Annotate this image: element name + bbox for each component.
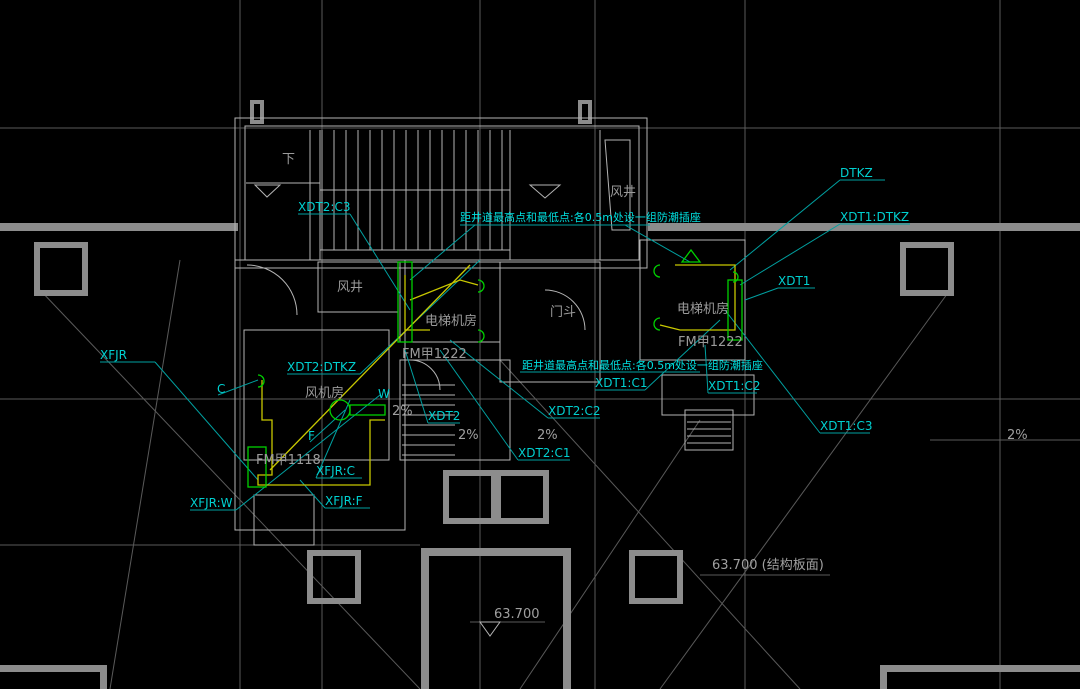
room-elevator-right: 电梯机房 <box>677 301 729 317</box>
room-door-hall: 门斗 <box>550 305 576 320</box>
annotations: XDT2:C3 DTKZ XDT1:DTKZ XDT1 XFJR C W F X… <box>100 166 909 510</box>
door-fm1222-left: FM甲1222 <box>402 347 467 362</box>
label-xfjr-c[interactable]: XFJR:C <box>316 464 355 478</box>
label-xdt2-c3[interactable]: XDT2:C3 <box>298 200 350 214</box>
room-labels: 下 风井 风井 电梯机房 电梯机房 风机房 门斗 FM甲1222 FM甲1222… <box>256 152 743 468</box>
label-xdt2-c1[interactable]: XDT2:C1 <box>518 446 570 460</box>
stair-treads <box>321 130 731 456</box>
socket-note-top[interactable]: 距井道最高点和最低点:各0.5m处设一组防潮插座 <box>460 210 701 224</box>
label-xdt1-c3[interactable]: XDT1:C3 <box>820 419 872 433</box>
room-down: 下 <box>282 152 295 167</box>
room-elevator-left: 电梯机房 <box>425 313 477 329</box>
room-shaft-right: 风井 <box>610 185 636 200</box>
socket-note-bottom[interactable]: 距井道最高点和最低点:各0.5m处设一组防潮插座 <box>522 358 763 372</box>
room-fan: 风机房 <box>305 385 344 401</box>
room-shaft-left: 风井 <box>337 280 363 295</box>
columns <box>34 100 954 604</box>
label-xfjr-w[interactable]: XFJR:W <box>190 496 233 510</box>
label-xdt1-c1[interactable]: XDT1:C1 <box>595 376 647 390</box>
slope-1: 2% <box>458 428 479 443</box>
slope-3: 2% <box>1007 428 1028 443</box>
slope-4: 2% <box>392 404 413 419</box>
elevation-structural: 63.700 (结构板面) <box>712 558 824 573</box>
door-fm1118: FM甲1118 <box>256 453 321 468</box>
label-xdt2-dtkz[interactable]: XDT2:DTKZ <box>287 360 356 374</box>
label-dtkz[interactable]: DTKZ <box>840 166 873 180</box>
label-w[interactable]: W <box>378 387 390 401</box>
elevation: 63.700 <box>494 607 540 622</box>
label-f[interactable]: F <box>308 429 315 443</box>
wiring <box>247 248 743 488</box>
leader-lines <box>100 179 910 511</box>
label-xdt2-c2[interactable]: XDT2:C2 <box>548 404 600 418</box>
structural-beams <box>0 223 1080 689</box>
slope-2: 2% <box>537 428 558 443</box>
label-c[interactable]: C <box>217 382 225 396</box>
label-xdt1-dtkz[interactable]: XDT1:DTKZ <box>840 210 909 224</box>
dimension-text: 2% 2% 2% 2% 63.700 (结构板面) 63.700 <box>392 404 1028 622</box>
label-xdt2[interactable]: XDT2 <box>428 409 460 423</box>
label-xfjr-f[interactable]: XFJR:F <box>325 494 363 508</box>
label-xdt1[interactable]: XDT1 <box>778 274 810 288</box>
walls <box>234 117 755 637</box>
label-xfjr[interactable]: XFJR <box>100 348 127 362</box>
label-xdt1-c2[interactable]: XDT1:C2 <box>708 379 760 393</box>
door-fm1222-right: FM甲1222 <box>678 335 743 350</box>
